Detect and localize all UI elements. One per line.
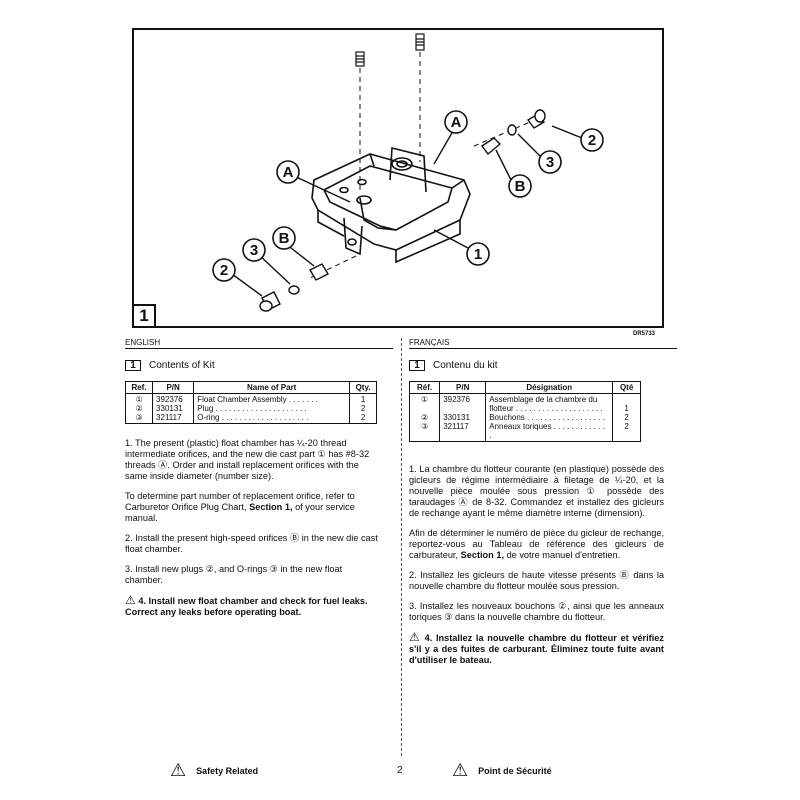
footer-safety-en: ⚠ Safety Related [170, 760, 259, 780]
english-rule [125, 348, 393, 349]
cell-name: Assemblage de la chambre du flotteur . .… [485, 393, 614, 442]
section-number-box: 1 [125, 360, 141, 371]
cell-ref: ① ② ③ [124, 393, 154, 424]
exploded-view-figure: A A B B 1 [132, 28, 664, 328]
english-column: ENGLISH 1 Contents of Kit Ref. P/N Name … [124, 338, 380, 618]
svg-text:A: A [283, 164, 294, 181]
col-qty: Qté [612, 381, 641, 394]
callout-2-right: 2 [580, 128, 604, 152]
kit-contents-table-fr: Réf. P/N Désignation Qté ① ② ③ 392376 33… [408, 381, 641, 442]
figure-code: DR5733 [633, 331, 656, 337]
figure-number: 1 [134, 304, 156, 326]
section-number-box-fr: 1 [409, 360, 425, 371]
kit-contents-table: Ref. P/N Name of Part Qty. ① ② ③ 392376 … [124, 381, 377, 424]
cell-ref: ① ② ③ [408, 393, 441, 442]
col-pn: P/N [439, 381, 487, 394]
page-number: 2 [397, 765, 403, 776]
column-divider [401, 338, 402, 756]
svg-text:B: B [279, 230, 290, 247]
warning-icon: ⚠ [170, 760, 187, 780]
instruction-step-3: 3. Install new plugs ②, and O-rings ③ in… [125, 564, 343, 585]
svg-text:3: 3 [250, 242, 258, 259]
cell-pn: 392376 330131 321117 [152, 393, 195, 424]
french-label: FRANÇAIS [409, 338, 450, 347]
instruction-step-3-fr: 3. Installez les nouveaux bouchons ②, ai… [409, 601, 664, 622]
section-title-fr: Contenu du kit [433, 360, 498, 371]
instruction-reference-fr: Afin de déterminer le numéro de pièce du… [409, 528, 664, 560]
warning-icon: ⚠ [452, 760, 469, 780]
section-title: Contents of Kit [149, 360, 215, 371]
col-ref: Ref. [124, 381, 154, 394]
instruction-step-1: 1. The present (plastic) float chamber h… [125, 438, 370, 481]
table-header-row: Réf. P/N Désignation Qté [408, 381, 641, 394]
english-label: ENGLISH [125, 338, 161, 347]
instruction-reference: To determine part number of replacement … [125, 491, 355, 523]
callout-A-upper: A [444, 110, 468, 134]
callout-3-right: 3 [538, 150, 562, 174]
cell-qty: 1 2 2 [612, 393, 641, 442]
col-pn: P/N [152, 381, 195, 394]
french-column: FRANÇAIS 1 Contenu du kit Réf. P/N Désig… [408, 338, 664, 666]
callout-3-left: 3 [242, 238, 266, 262]
col-qty: Qty. [349, 381, 377, 394]
col-name: Désignation [485, 381, 614, 394]
callout-1: 1 [466, 242, 490, 266]
callout-2-left: 2 [212, 258, 236, 282]
footer-safety-fr: ⚠ Point de Sécurité [452, 760, 552, 780]
svg-text:A: A [451, 114, 462, 131]
callout-B-right: B [508, 174, 532, 198]
svg-text:2: 2 [220, 262, 228, 279]
table-header-row: Ref. P/N Name of Part Qty. [124, 381, 377, 394]
svg-text:2: 2 [588, 132, 596, 149]
instruction-step-4-warning: ⚠ 4. Install new float chamber and check… [125, 593, 368, 617]
kit-section-heading: 1 Contents of Kit [125, 360, 380, 371]
warning-icon: ⚠ [125, 593, 136, 607]
table-row: ① ② ③ 392376 330131 321117 Assemblage de… [408, 393, 641, 442]
col-name: Name of Part [193, 381, 351, 394]
svg-text:B: B [515, 178, 526, 195]
svg-text:3: 3 [546, 154, 554, 171]
cell-pn: 392376 330131 321117 [439, 393, 487, 442]
svg-text:1: 1 [474, 246, 482, 263]
instruction-step-2: 2. Install the present high-speed orific… [125, 533, 378, 554]
cell-name: Float Chamber Assembly . . . . . . . Plu… [193, 393, 351, 424]
float-chamber-diagram: A A B B 1 [212, 33, 604, 312]
table-row: ① ② ③ 392376 330131 321117 Float Chamber… [124, 393, 377, 424]
cell-qty: 1 2 2 [349, 393, 377, 424]
kit-section-heading-fr: 1 Contenu du kit [409, 360, 664, 371]
french-rule [409, 348, 677, 349]
callout-B-left: B [272, 226, 296, 250]
col-ref: Réf. [408, 381, 441, 394]
callout-A-lower: A [276, 160, 300, 184]
instruction-step-4-warning-fr: ⚠ 4. Installez la nouvelle chambre du fl… [409, 630, 664, 665]
instruction-step-2-fr: 2. Installez les gicleurs de haute vites… [409, 570, 664, 591]
instruction-step-1-fr: 1. La chambre du flotteur courante (en p… [409, 464, 664, 518]
warning-icon: ⚠ [409, 630, 421, 644]
